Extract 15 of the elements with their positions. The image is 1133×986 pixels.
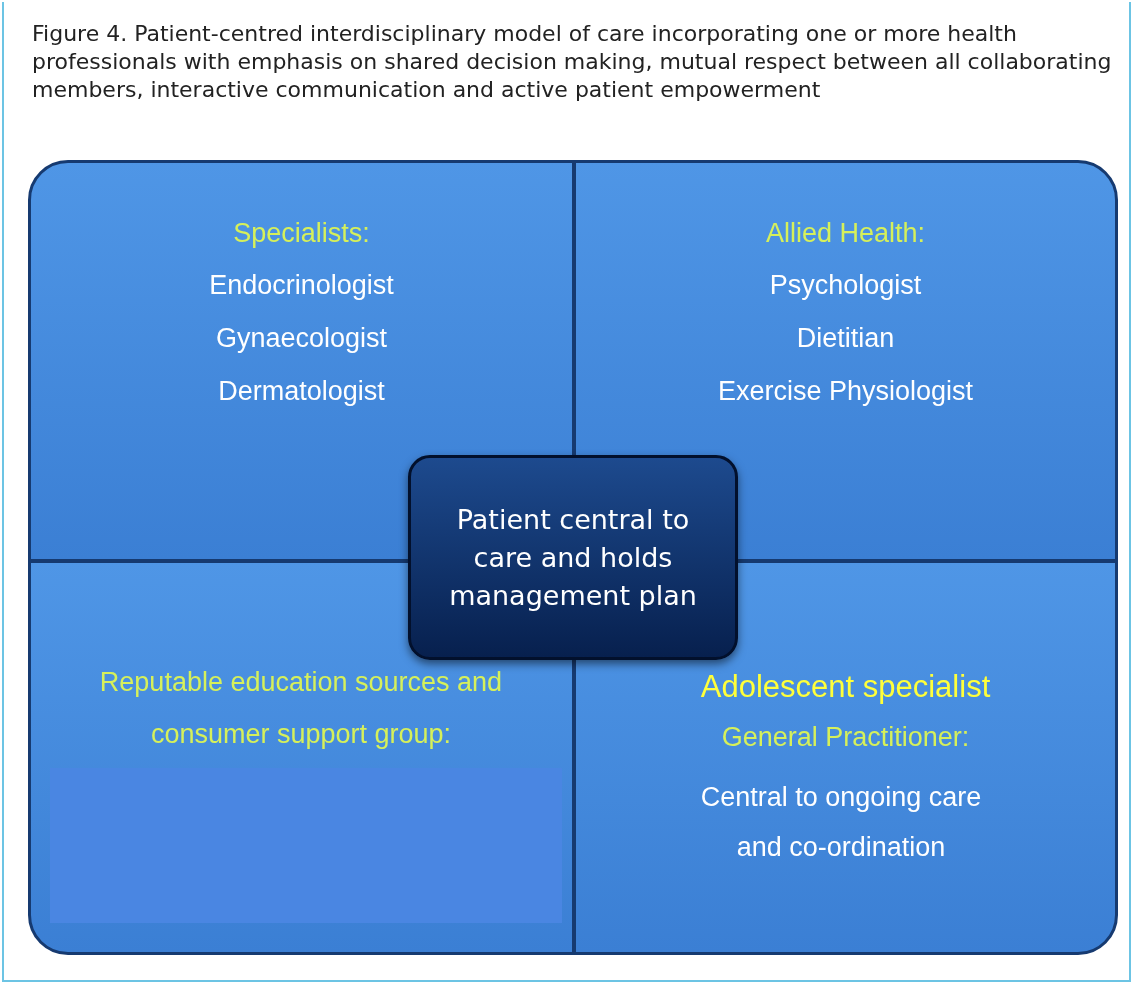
role-label: Psychologist xyxy=(768,269,923,302)
role-label: Central to ongoing care and co-ordination xyxy=(699,781,983,864)
central-box xyxy=(408,455,738,660)
role-label: Exercise Physiologist xyxy=(716,375,975,408)
role-label: Endocrinologist xyxy=(208,269,395,302)
figure-caption: Figure 4. Patient-centred interdisciplinary model of care incorporating one or more health professionals with emphasis on shared decision making, mutual respect between all collaborating members, interactive communication and active patient empowerment xyxy=(32,20,1112,104)
central-label: Patient central to care and holds management plan xyxy=(448,502,698,613)
role-label: Dietitian xyxy=(795,322,896,355)
group-heading: General Practitioner: xyxy=(720,721,971,754)
role-label: Dermatologist xyxy=(217,375,386,408)
group-heading: Specialists: xyxy=(232,217,371,250)
group-heading: Adolescent specialist xyxy=(699,670,992,704)
group-heading: Reputable education sources and consumer support group: xyxy=(98,666,504,751)
group-heading: Allied Health: xyxy=(764,217,927,250)
role-label: Gynaecologist xyxy=(214,322,389,355)
